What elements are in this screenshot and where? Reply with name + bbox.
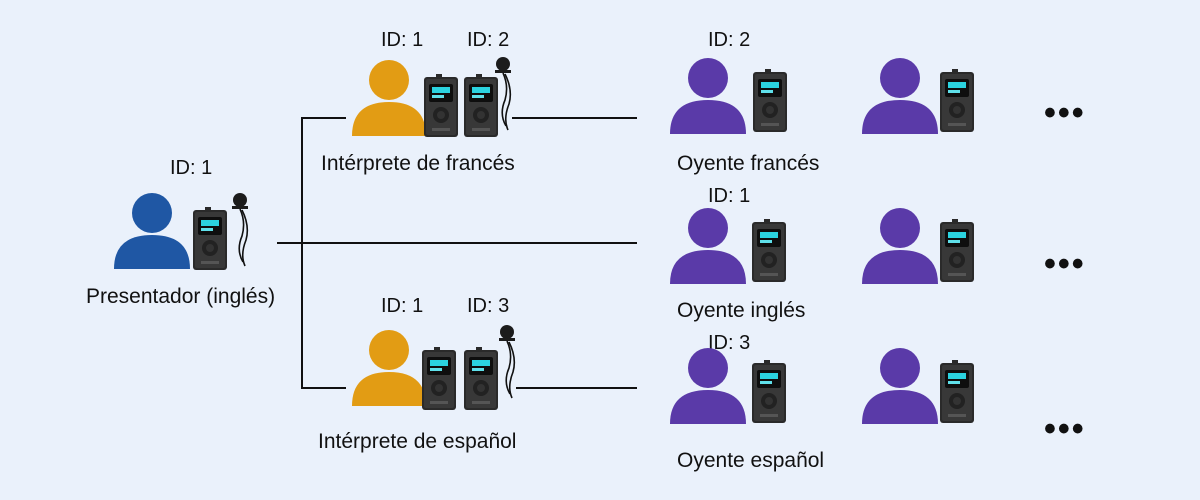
presenter-label: Presentador (inglés) [86,285,276,308]
french-interpreter-label: Intérprete de francés [321,152,515,175]
french-listener-person-icon-2 [862,58,938,134]
french-listener-id-label: ID: 2 [708,29,751,51]
connector-vertical [301,117,303,389]
spanish-listener-person-icon [670,348,746,424]
french-listener-receiver-device-icon [753,69,787,132]
english-listener-person-icon-2 [862,208,938,284]
french-listener-label: Oyente francés [677,152,820,175]
spanish-interpreter-label: Intérprete de español [318,430,517,453]
spanish-listener-id-label: ID: 3 [708,332,751,354]
spanish-listener-more-icon: ••• [1044,410,1086,448]
connector-presenter [277,242,637,244]
spanish-interpreter-receiver-device-icon [422,347,456,410]
english-listener-id-label: ID: 1 [708,185,751,207]
french-interpreter-lapel-microphone-icon [494,56,512,131]
spanish-interpreter-person-icon [352,330,426,406]
presenter-person-icon [114,193,190,269]
french-listener-more-icon: ••• [1044,94,1086,132]
french-interpreter-receiver-device-icon [424,74,458,137]
english-listener-label: Oyente inglés [677,299,806,322]
spanish-listener-person-icon-2 [862,348,938,424]
spanish-listener-receiver-device-icon [752,360,786,423]
spanish-interpreter-rx-id: ID: 1 [381,295,424,317]
french-interpreter-rx-id: ID: 1 [381,29,424,51]
spanish-interpreter-lapel-microphone-icon [498,324,516,399]
presenter-lapel-microphone-icon [231,192,249,267]
english-listener-receiver-device-icon [752,219,786,282]
english-listener-receiver-device-icon-2 [940,219,974,282]
presenter-transmitter-device-icon [193,207,227,270]
connector-french-in [301,117,346,119]
spanish-listener-label: Oyente español [677,449,825,472]
french-listener-person-icon [670,58,746,134]
french-interpreter-tx-id: ID: 2 [467,29,510,51]
connector-spanish-out [516,387,637,389]
english-listener-more-icon: ••• [1044,245,1086,283]
french-listener-receiver-device-icon-2 [940,69,974,132]
connector-spanish-in [301,387,346,389]
spanish-listener-receiver-device-icon-2 [940,360,974,423]
english-listener-person-icon [670,208,746,284]
spanish-interpreter-transmitter-device-icon [464,347,498,410]
presenter-id-label: ID: 1 [170,157,213,179]
french-interpreter-person-icon [352,60,426,136]
connector-french-out [512,117,637,119]
spanish-interpreter-tx-id: ID: 3 [467,295,510,317]
